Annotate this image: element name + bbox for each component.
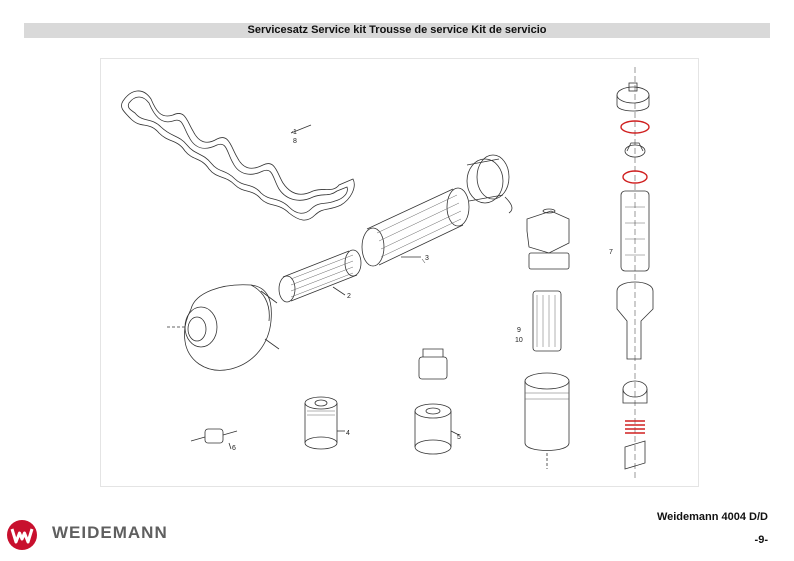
seal-ring-top [620, 120, 650, 134]
air-filter-element-large [361, 187, 470, 267]
seal-ring-middle [622, 170, 648, 184]
inline-fuel-filter [190, 428, 238, 450]
callout-10: 10 [515, 337, 523, 344]
callout-leaders [290, 130, 426, 264]
end-cap-ring [466, 154, 513, 214]
callout-6: 6 [232, 445, 236, 452]
air-filter-housing [167, 284, 280, 371]
callout-1: 1 [293, 129, 297, 136]
callout-3: 3 [425, 255, 429, 262]
seal-spring [625, 420, 645, 434]
spin-on-filter-5 [414, 348, 460, 455]
exploded-parts-drawing: 1 8 2 3 4 5 6 7 9 10 [100, 58, 699, 487]
model-name: Weidemann 4004 D/D [656, 511, 768, 523]
air-filter-element-small [278, 249, 362, 303]
brand-name: WEIDEMANN [52, 523, 168, 542]
hydraulic-filter-assembly [524, 208, 570, 469]
callout-8: 8 [293, 138, 297, 145]
callout-2: 2 [347, 293, 351, 300]
parts-illustration: 1 8 2 3 4 5 6 7 9 10 [121, 67, 654, 479]
weidemann-logo-icon [7, 520, 37, 550]
callout-4: 4 [346, 430, 350, 437]
callout-5: 5 [457, 434, 461, 441]
callout-7: 7 [609, 249, 613, 256]
spin-on-filter-4 [304, 396, 345, 450]
page-title: Servicesatz Service kit Trousse de servi… [24, 23, 770, 38]
callout-9: 9 [517, 327, 521, 334]
seal-rings [620, 120, 650, 434]
page-number: -9- [754, 534, 768, 546]
fuel-filter-stack [616, 67, 654, 479]
valve-cover-gasket [121, 90, 355, 221]
